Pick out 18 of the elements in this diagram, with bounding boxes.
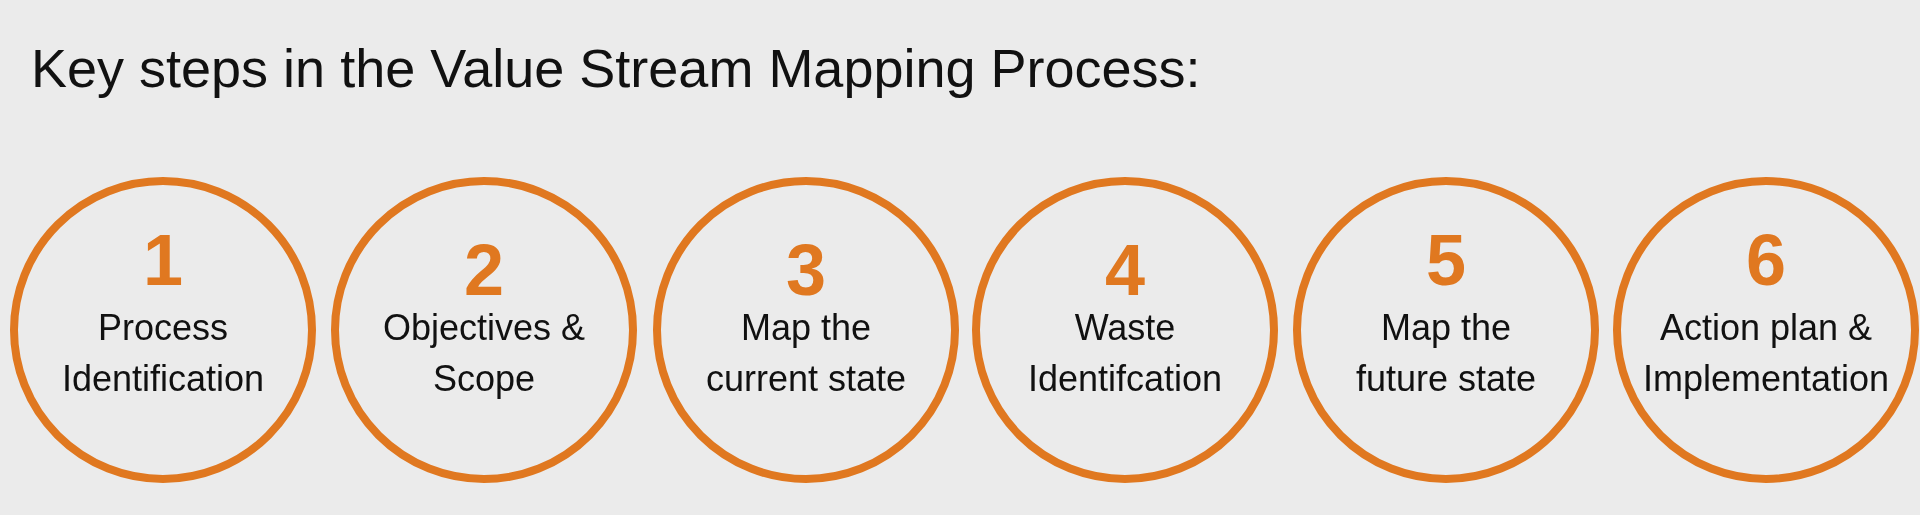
step-number: 3 [785,234,826,306]
step-label: Objectives & Scope [381,306,587,401]
step-number: 5 [1425,224,1466,296]
step-label: Map the future state [1354,306,1538,401]
step-label: Action plan & Implementation [1641,306,1891,401]
step-number: 2 [463,234,504,306]
step-circle [10,177,316,483]
step-label: Waste Identifcation [1026,306,1224,401]
step-number: 1 [142,224,183,296]
step-circle [972,177,1278,483]
step-label: Map the current state [704,306,908,401]
step-circle [331,177,637,483]
step-number: 6 [1745,224,1786,296]
step-label: Process Identification [60,306,266,401]
step-number: 4 [1104,234,1145,306]
step-circle [653,177,959,483]
step-circle [1293,177,1599,483]
step-circle [1613,177,1919,483]
